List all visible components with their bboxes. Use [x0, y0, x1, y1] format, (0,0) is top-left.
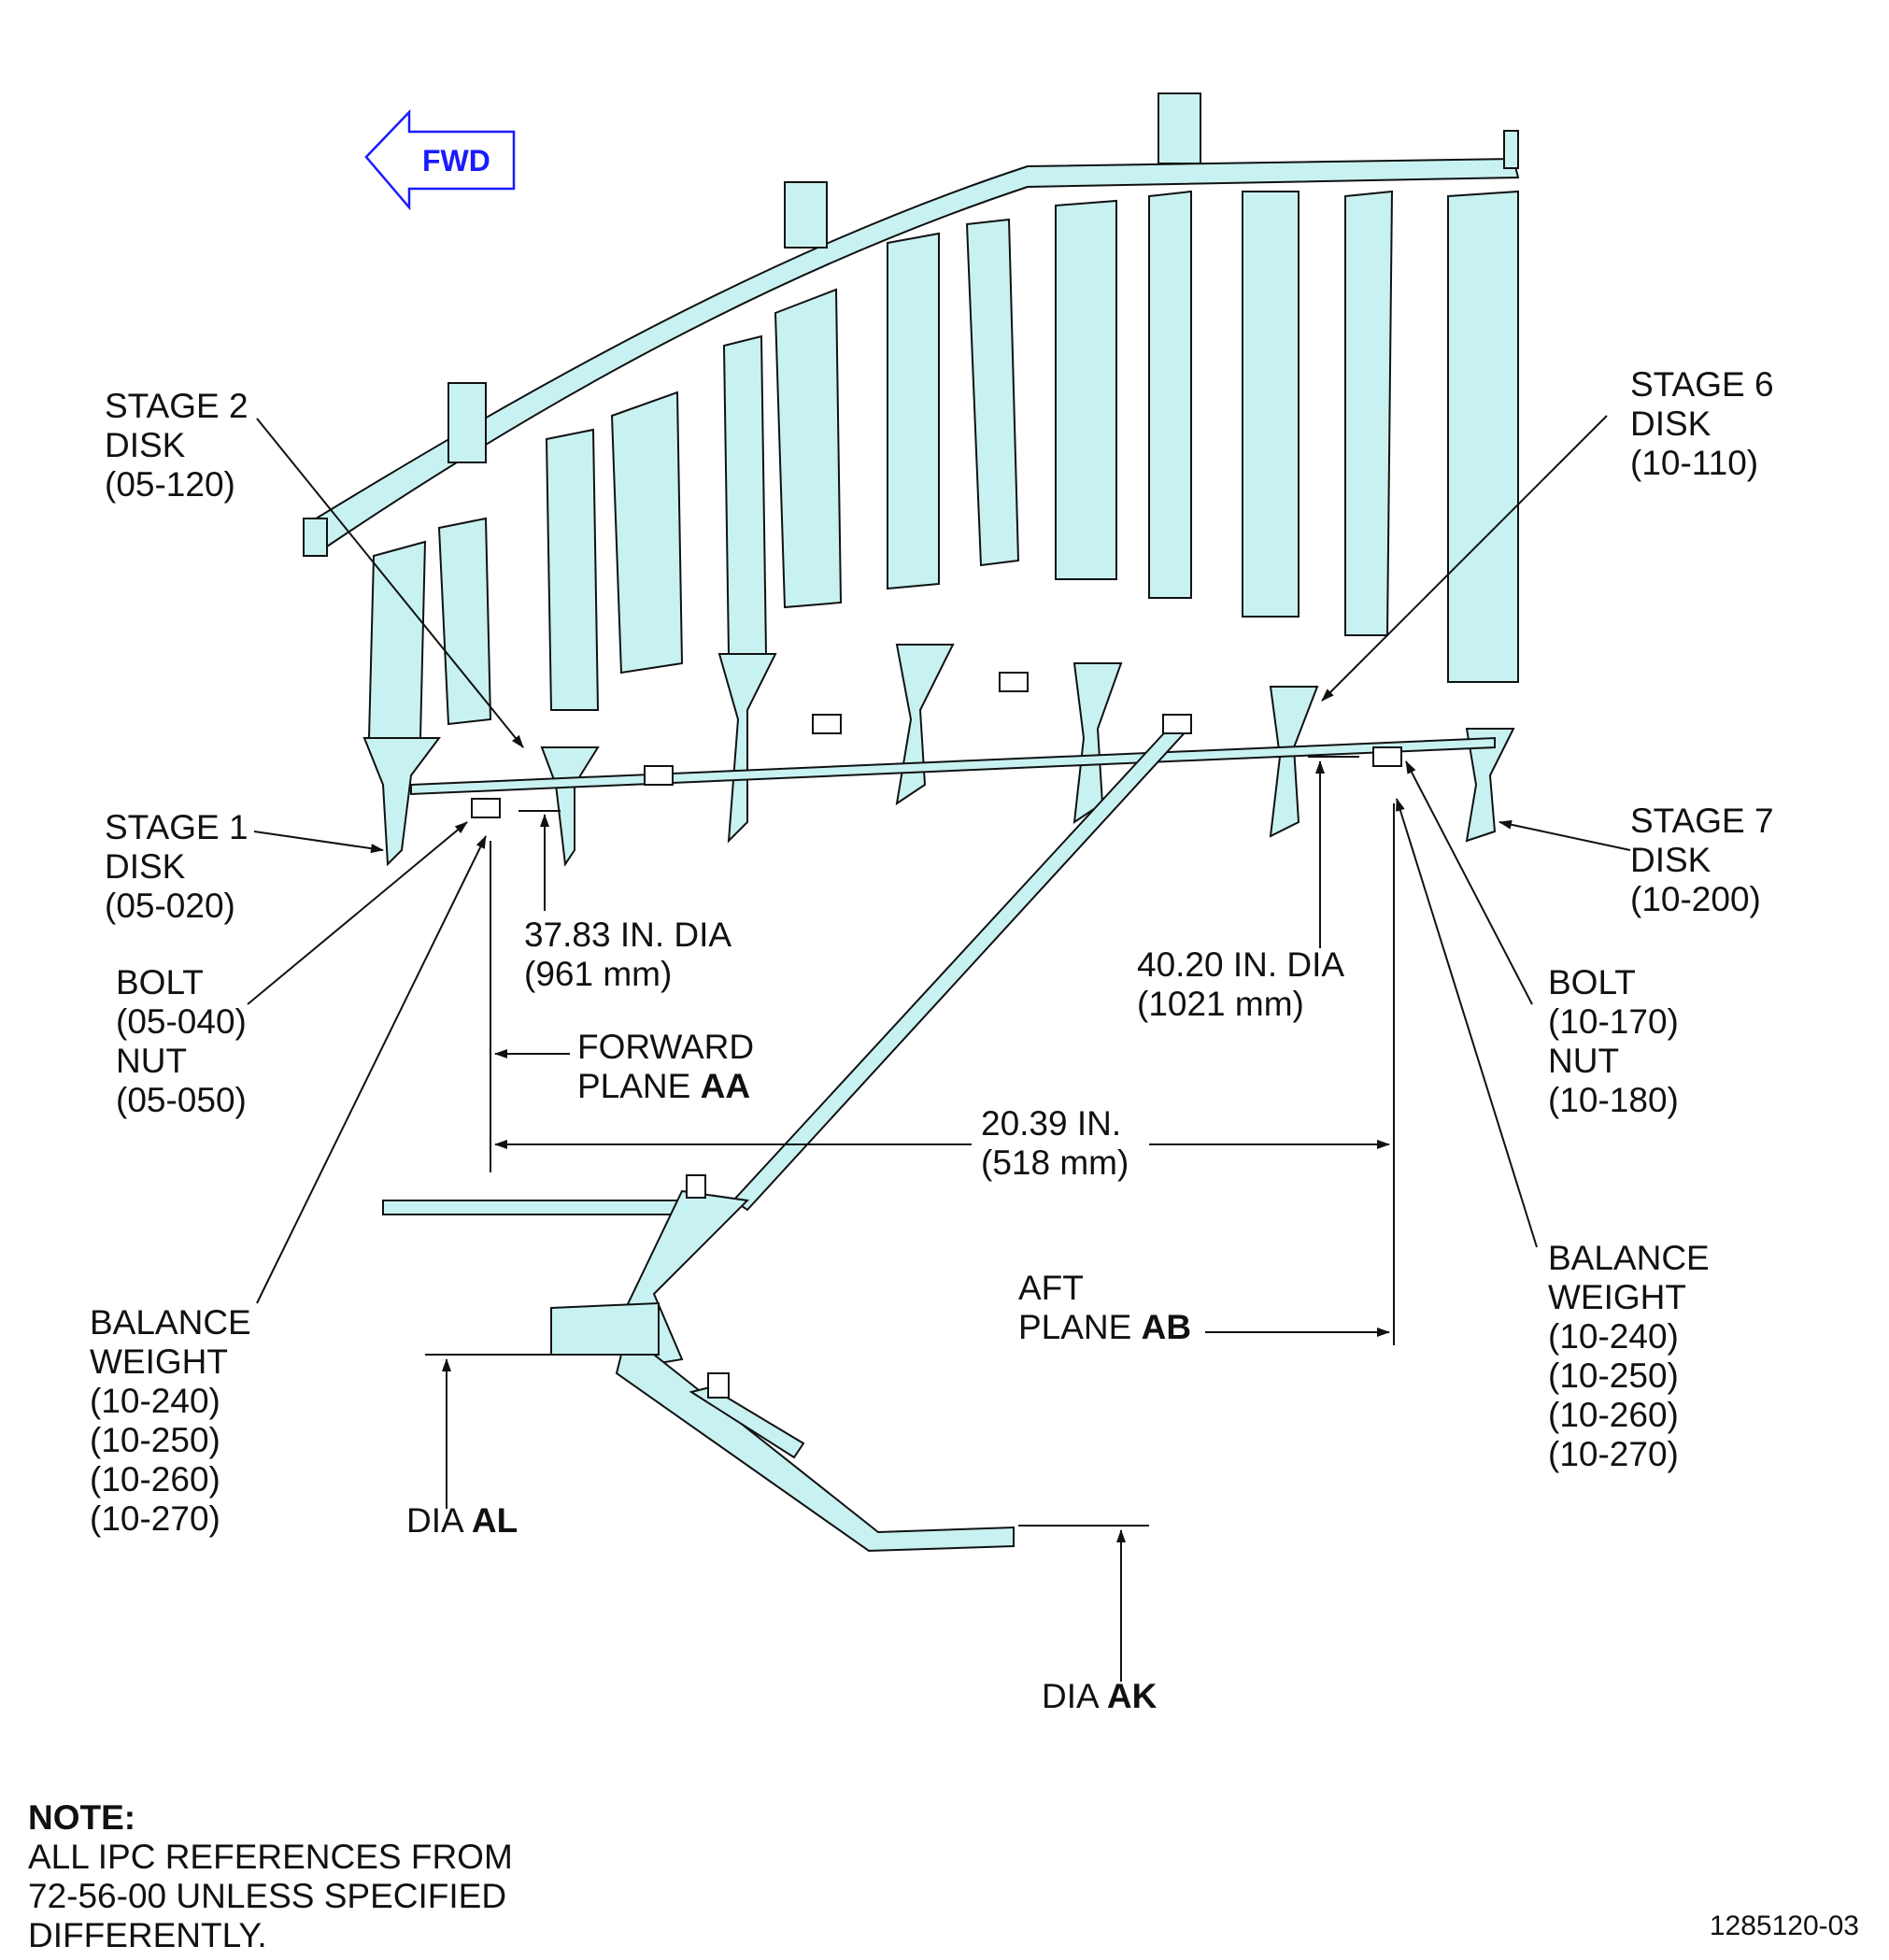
leader-stage-1 [253, 831, 384, 854]
disks [362, 644, 1515, 867]
vane-5 [1148, 190, 1192, 599]
note-line: ALL IPC REFERENCES FROM [28, 1838, 513, 1876]
bolt-stage-5-6 [1162, 714, 1192, 734]
note-line: DIFFERENTLY. [28, 1916, 267, 1954]
vane-3 [774, 288, 843, 609]
vane-2 [610, 391, 684, 675]
blade-stage-7 [1447, 190, 1519, 683]
label-dia-40-20: 40.20 IN. DIA (1021 mm) [1137, 945, 1345, 1023]
bolt-hub [707, 1372, 730, 1399]
note-title: NOTE: [28, 1798, 136, 1837]
bolts [471, 672, 1402, 1399]
label-dia-37-83: 37.83 IN. DIA (961 mm) [524, 916, 732, 993]
leader-bolt-right [1405, 760, 1533, 1005]
fwd-label: FWD [422, 144, 490, 178]
leader-balance-left [256, 835, 487, 1304]
fwd-arrow-icon: FWD [364, 108, 516, 211]
leader-stage-2 [256, 418, 524, 748]
label-balance-weight-left: BALANCE WEIGHT (10-240) (10-250) (10-260… [90, 1303, 251, 1538]
hub-boss [550, 1301, 660, 1356]
vane-6 [1344, 190, 1394, 636]
vane-4 [965, 218, 1020, 567]
label-dim-20-39: 20.39 IN. (518 mm) [981, 1104, 1129, 1182]
disk-stage-2 [540, 746, 600, 867]
blade-stage-5 [1055, 199, 1117, 580]
outer-casing [303, 92, 1520, 557]
note-line: 72-56-00 UNLESS SPECIFIED [28, 1877, 507, 1915]
label-bolt-nut-right: BOLT (10-170) NUT (10-180) [1548, 963, 1679, 1119]
spacer-arms [410, 736, 1496, 796]
aft-cone [615, 1354, 1015, 1553]
disk-stage-6 [1269, 686, 1319, 838]
label-dia-al: DIA AL [406, 1501, 518, 1540]
leader-lines [247, 415, 1631, 1304]
blade-stage-1 [367, 540, 427, 739]
blade-stage-2 [545, 428, 600, 711]
label-stage-7-disk: STAGE 7 DISK (10-200) [1630, 802, 1774, 918]
blade-stage-4 [887, 232, 940, 590]
label-stage-6-disk: STAGE 6 DISK (10-110) [1630, 365, 1774, 482]
bolt-stage-4-5 [999, 672, 1029, 692]
front-flange [382, 1200, 711, 1215]
blade-stage-3 [722, 334, 768, 655]
label-aft-plane-ab: AFT PLANE AB [1018, 1269, 1192, 1346]
label-bolt-nut-left: BOLT (05-040) NUT (05-050) [116, 963, 247, 1119]
disk-stage-4 [895, 644, 955, 806]
disk-stage-3 [717, 653, 777, 844]
bolt-stage-3-4 [812, 714, 842, 734]
bolt-stage-1-2 [471, 798, 501, 818]
disk-stage-1 [362, 737, 441, 867]
dimension-lines [425, 756, 1395, 1682]
label-stage-2-disk: STAGE 2 DISK (05-120) [105, 387, 249, 504]
label-stage-1-disk: STAGE 1 DISK (05-020) [105, 808, 249, 925]
blade-stage-6 [1242, 191, 1300, 618]
vane-1 [437, 517, 492, 726]
leader-stage-7 [1498, 819, 1631, 851]
bolt-stage-6-7 [1372, 746, 1402, 767]
leader-stage-6 [1321, 415, 1608, 702]
disk-stage-7 [1465, 728, 1515, 843]
bolt-stage-2-3 [644, 765, 674, 786]
aft-web [689, 1385, 805, 1459]
label-balance-weight-right: BALANCE WEIGHT (10-240) (10-250) (10-260… [1548, 1239, 1710, 1473]
bolt-front-flange [686, 1174, 706, 1199]
label-dia-ak: DIA AK [1042, 1677, 1158, 1715]
leader-balance-right [1396, 798, 1538, 1248]
label-forward-plane-aa: FORWARD PLANE AA [577, 1028, 755, 1105]
rear-cone-shaft [382, 722, 1190, 1553]
figure-number: 1285120-03 [1709, 1910, 1859, 1941]
blades [367, 190, 1519, 739]
note-block: NOTE: ALL IPC REFERENCES FROM 72-56-00 U… [28, 1798, 513, 1955]
leader-bolt-left [247, 821, 468, 1005]
